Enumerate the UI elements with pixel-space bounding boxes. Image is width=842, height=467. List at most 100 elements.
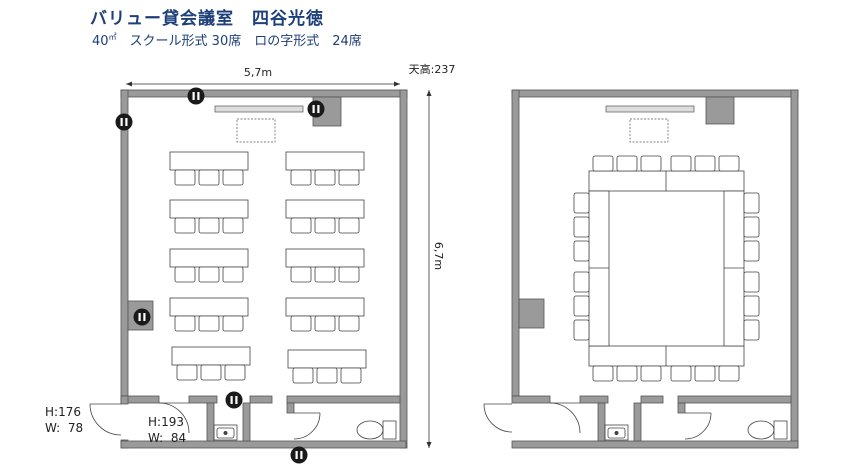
chair	[743, 295, 760, 317]
outlet-icon	[225, 391, 243, 409]
wall-top	[511, 89, 799, 98]
projector-screen-icon	[214, 105, 304, 143]
wall-restroom-mid	[242, 402, 251, 442]
school-layout-plan: H:176 W: 78 H:193 W: 84	[45, 87, 408, 464]
door-swing-icon	[89, 402, 321, 440]
desk	[285, 248, 365, 268]
chair	[743, 319, 760, 341]
chair	[316, 367, 338, 384]
outlet-icon	[187, 87, 205, 105]
pillar-left	[518, 298, 545, 329]
left-door-width: W: 78	[45, 421, 83, 435]
wall-bottom	[511, 440, 799, 449]
wall-left	[120, 89, 129, 397]
chair	[592, 155, 614, 172]
chair	[616, 365, 638, 382]
door-arc	[158, 402, 190, 434]
chair	[338, 217, 360, 234]
chair	[290, 266, 312, 283]
chair	[174, 315, 196, 332]
desk-row	[169, 199, 365, 234]
desk	[285, 151, 365, 171]
chair	[222, 315, 244, 332]
desk	[171, 346, 251, 366]
chair	[670, 365, 692, 382]
toilet-icon	[747, 420, 788, 440]
chair	[640, 365, 662, 382]
desk-row	[169, 248, 365, 283]
chair	[198, 169, 220, 186]
desk	[169, 297, 249, 317]
left-door-height: H:176	[45, 405, 81, 419]
wall-bottom	[120, 440, 407, 449]
desk-row	[169, 151, 365, 186]
chair	[592, 365, 614, 382]
chair	[670, 155, 692, 172]
wall-bottom-right	[677, 395, 792, 404]
wall-restroom-mid	[633, 402, 642, 442]
chair	[694, 155, 716, 172]
chair	[290, 315, 312, 332]
outlet-icon	[115, 113, 133, 131]
sink-icon	[604, 424, 629, 441]
desk-row	[171, 346, 367, 384]
door-arc	[483, 403, 513, 433]
desk	[169, 248, 249, 268]
hollow-square-layout-plan	[483, 89, 799, 449]
desk	[169, 151, 249, 171]
chair	[314, 315, 336, 332]
wall-bottom-left	[511, 395, 551, 404]
desk	[285, 199, 365, 219]
chair	[718, 365, 740, 382]
chair	[640, 155, 662, 172]
outlet-icon	[307, 100, 325, 118]
bottom-door-width: W: 84	[148, 431, 186, 445]
chair	[573, 271, 590, 293]
table-right-side	[723, 190, 745, 347]
desk	[287, 349, 367, 369]
toilet-icon	[356, 420, 397, 440]
desk	[169, 199, 249, 219]
desk-row	[169, 297, 365, 332]
wall-bottom-right	[286, 395, 401, 404]
chair	[694, 365, 716, 382]
outlet-icon	[133, 308, 151, 326]
chair	[573, 216, 590, 238]
chair	[573, 192, 590, 214]
area-unit: ㎡	[108, 32, 117, 42]
door-arc	[549, 402, 581, 434]
chair	[743, 271, 760, 293]
chair	[338, 266, 360, 283]
chair	[174, 169, 196, 186]
chair	[573, 295, 590, 317]
chair	[340, 367, 362, 384]
chair	[290, 169, 312, 186]
wall-bottom-mid	[579, 395, 609, 404]
hollow-square-chairs	[573, 155, 760, 382]
chair	[224, 364, 246, 381]
chair	[338, 169, 360, 186]
chair	[718, 155, 740, 172]
chair	[290, 217, 312, 234]
table-top-side	[588, 170, 745, 192]
depth-label: 6,7m	[432, 242, 445, 270]
arrow-head	[126, 81, 132, 87]
page-title: バリュー貸会議室 四谷光徳	[90, 9, 324, 29]
door-swing-icon	[483, 402, 712, 440]
table-left-side	[588, 190, 610, 347]
area-value: 40	[92, 34, 109, 49]
bottom-door-height: H:193	[148, 415, 184, 429]
arrow-head	[426, 442, 432, 448]
dimension-annotations: 5,7m 天高:237 6,7m	[126, 62, 455, 448]
chair	[743, 192, 760, 214]
wall-bottom-mid	[249, 395, 273, 404]
door-arc	[89, 403, 122, 436]
chair	[573, 319, 590, 341]
wall-bottom-mid	[640, 395, 664, 404]
capacity-text: スクール形式 30席 ロの字形式 24席	[116, 34, 362, 49]
door-arc	[293, 412, 321, 440]
chair	[222, 217, 244, 234]
door-arc	[684, 412, 712, 440]
chair	[292, 367, 314, 384]
